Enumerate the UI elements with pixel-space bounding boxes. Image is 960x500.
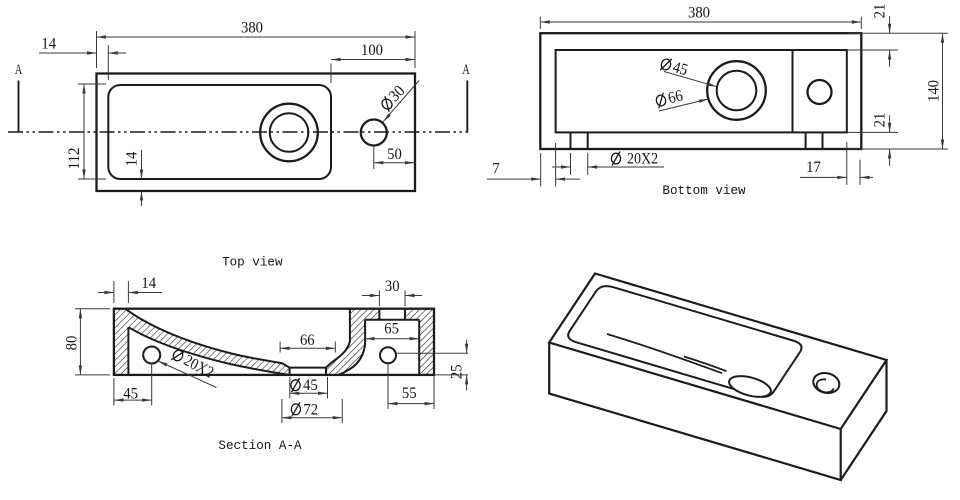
svg-text:21: 21 (869, 113, 888, 128)
svg-text:45: 45 (671, 57, 690, 79)
svg-text:45: 45 (303, 375, 318, 394)
svg-text:14: 14 (122, 152, 141, 167)
svg-text:66: 66 (666, 85, 685, 107)
svg-text:30: 30 (385, 276, 400, 295)
svg-text:140: 140 (923, 80, 942, 102)
svg-text:72: 72 (303, 399, 318, 418)
svg-text:20X2: 20X2 (627, 149, 658, 168)
svg-text:80: 80 (61, 336, 80, 351)
svg-text:65: 65 (384, 319, 399, 338)
svg-text:112: 112 (64, 148, 83, 170)
svg-text:Top view: Top view (222, 256, 283, 270)
svg-text:Section A-A: Section A-A (218, 439, 302, 453)
svg-text:25: 25 (446, 364, 465, 379)
svg-text:55: 55 (402, 383, 417, 402)
svg-text:21: 21 (869, 4, 888, 19)
svg-text:14: 14 (141, 273, 156, 292)
svg-text:380: 380 (688, 3, 710, 22)
svg-text:380: 380 (241, 18, 263, 37)
svg-text:A: A (15, 62, 22, 78)
svg-text:50: 50 (387, 144, 402, 163)
svg-text:17: 17 (806, 157, 821, 176)
svg-text:45: 45 (123, 383, 138, 402)
svg-text:100: 100 (361, 40, 383, 59)
svg-text:14: 14 (41, 34, 56, 53)
svg-text:Bottom view: Bottom view (662, 184, 746, 198)
svg-text:7: 7 (492, 159, 499, 178)
svg-text:66: 66 (300, 330, 315, 349)
svg-text:A: A (462, 62, 469, 78)
